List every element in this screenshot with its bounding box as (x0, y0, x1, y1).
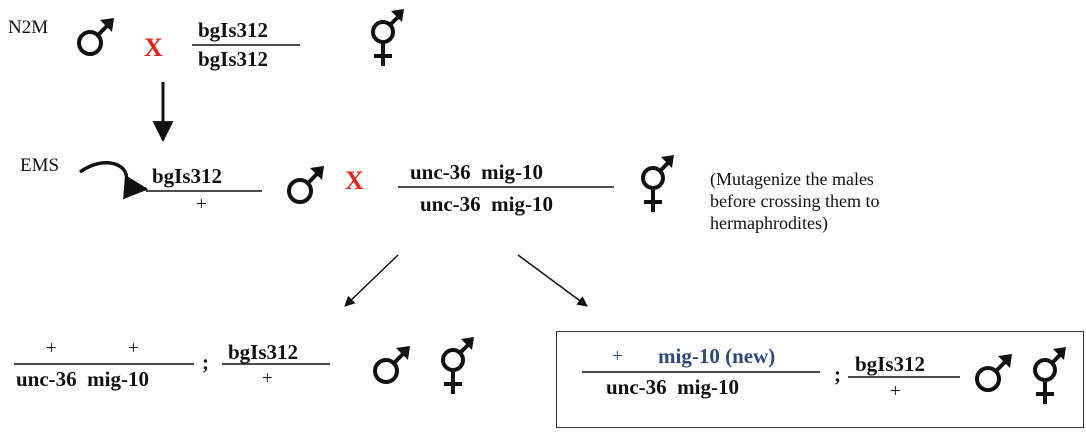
hermaphrodite-icon (371, 9, 404, 66)
male-icon (373, 346, 410, 384)
row2-left-numerator: bgIs312 (152, 164, 223, 188)
offspring-left-denominator: unc-36 mig-10 (16, 367, 149, 391)
hermaphrodite-icon (641, 155, 674, 212)
offspring-right-denominator: unc-36 mig-10 (606, 375, 739, 399)
cross-x-row2: X (345, 166, 364, 195)
row2-right-denominator: unc-36 mig-10 (420, 192, 553, 216)
male-icon (975, 354, 1012, 392)
row1-numerator: bgIs312 (198, 18, 269, 42)
hermaphrodite-icon (441, 337, 474, 394)
offspring-right-new-allele: mig-10 (new) (658, 344, 776, 368)
offspring-right-second-numerator: bgIs312 (855, 352, 926, 376)
left-diagonal-arrow (344, 254, 399, 307)
offspring-right-separator: ; (834, 362, 841, 386)
offspring-left-plus-a: + (46, 338, 57, 359)
offspring-left-second-numerator: bgIs312 (228, 340, 299, 364)
offspring-left-separator: ; (202, 350, 209, 374)
mutagenize-note: (Mutagenize the males before crossing th… (710, 169, 880, 233)
ems-arrow (78, 161, 149, 200)
male-icon (287, 166, 324, 204)
offspring-left-second-denominator: + (262, 368, 273, 389)
row2-right-numerator: unc-36 mig-10 (410, 160, 543, 184)
hermaphrodite-icon (1033, 347, 1066, 404)
n2m-label: N2M (8, 17, 49, 38)
offspring-left-plus-b: + (128, 338, 139, 359)
row2-left-denominator: + (196, 194, 207, 215)
right-diagonal-arrow (517, 254, 588, 307)
male-icon (77, 18, 114, 56)
offspring-right-plus: + (612, 346, 623, 367)
ems-label: EMS (20, 155, 60, 176)
cross-x-row1: X (144, 33, 163, 62)
offspring-right-second-denominator: + (890, 381, 901, 402)
row1-denominator: bgIs312 (198, 47, 269, 71)
new-mutant-box (556, 331, 1084, 428)
